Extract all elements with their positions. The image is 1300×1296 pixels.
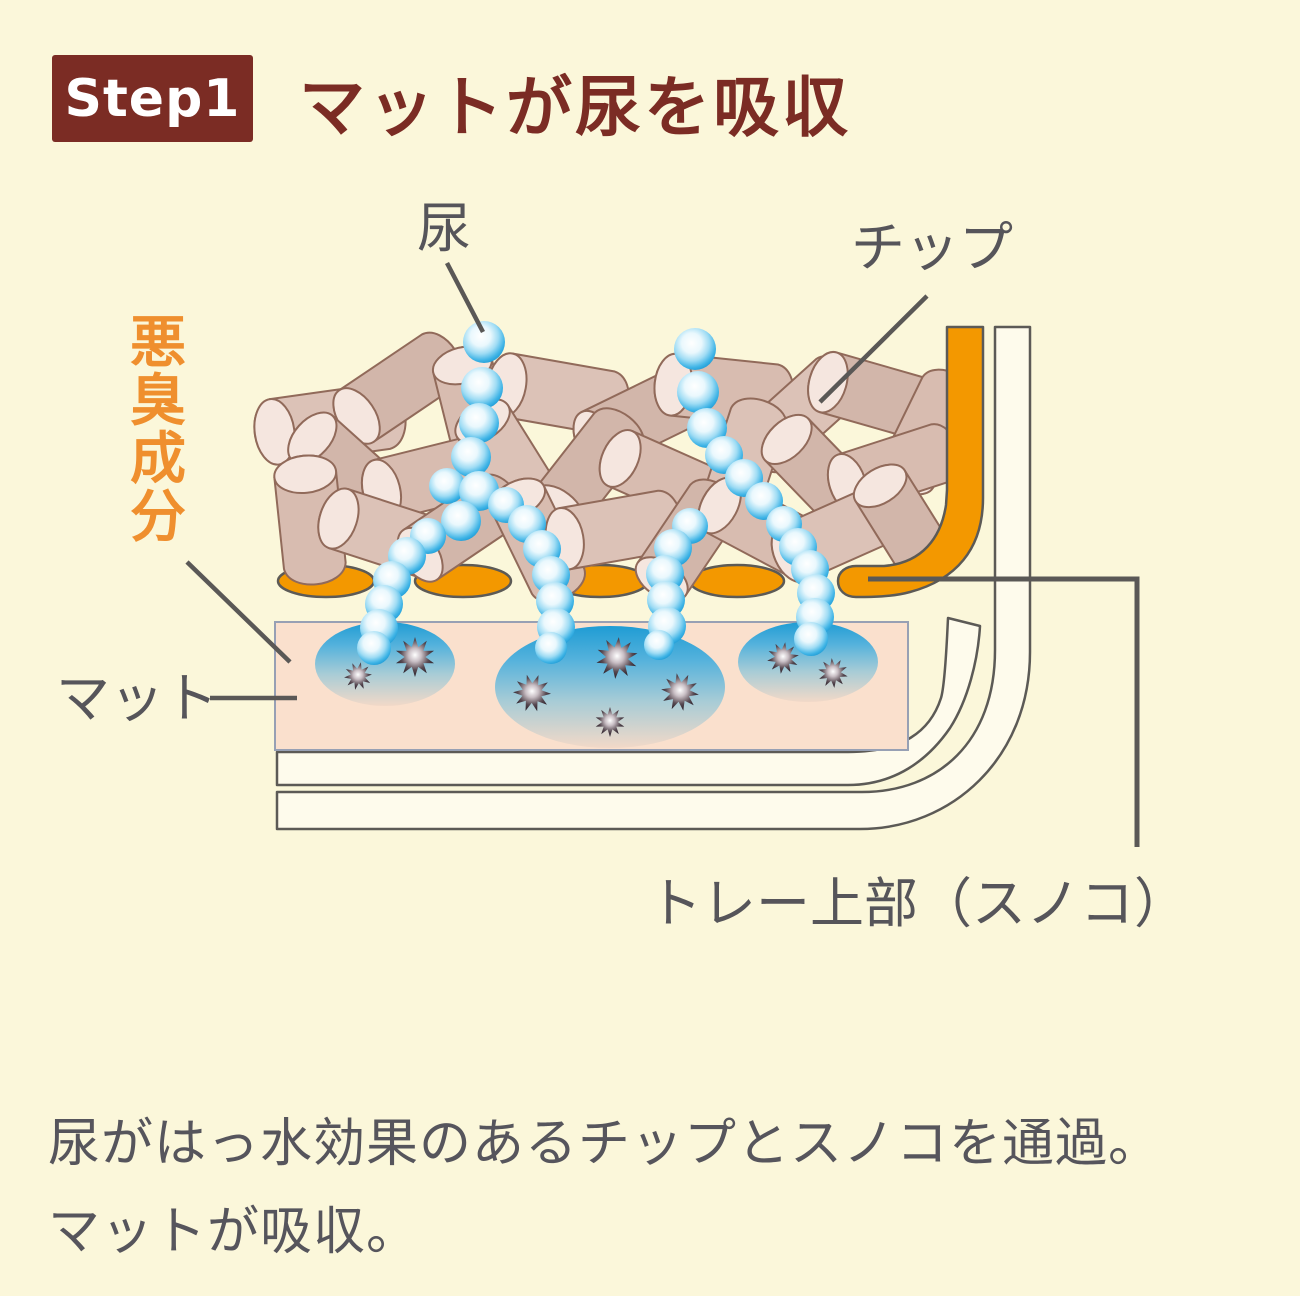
odor-starburst <box>661 673 699 711</box>
urine-droplets <box>357 321 835 665</box>
wet-spot <box>315 622 455 706</box>
tray-bottom-outer-shell <box>275 325 1032 831</box>
caption-line: マットが吸収。 <box>48 1202 420 1262</box>
wet-spot <box>738 622 878 702</box>
odor-pointer-line <box>185 560 292 664</box>
caption-line: 尿がはっ水効果のあるチップとスノコを通過。 <box>48 1114 1162 1174</box>
urine-droplet <box>644 630 674 660</box>
caption-text: 尿がはっ水効果のあるチップとスノコを通過。 マットが吸収。 <box>48 1100 1161 1276</box>
page-title: マットが尿を吸収 <box>299 69 851 146</box>
urine-droplet <box>463 321 505 363</box>
step-badge: Step1 <box>52 55 253 142</box>
urine-droplet <box>451 437 491 477</box>
urine-droplet <box>794 622 828 656</box>
litter-tray-diagram: 尿 チップ 悪 臭 成 分 マット トレー上部（スノコ） <box>56 197 1188 935</box>
odor-starbursts <box>344 637 848 737</box>
sunoko-wall <box>836 325 985 599</box>
odor-starburst <box>344 662 372 690</box>
odor-starburst <box>596 637 638 679</box>
urine-label: 尿 <box>417 197 471 260</box>
urine-droplet <box>677 371 719 413</box>
urine-droplet <box>357 631 391 665</box>
mat-label: マット <box>56 667 218 730</box>
odor-label-char: 悪 <box>130 311 186 376</box>
odor-label: 悪 臭 成 分 <box>130 311 186 550</box>
odor-starburst <box>818 658 848 688</box>
tray-label: トレー上部（スノコ） <box>648 872 1188 935</box>
odor-starburst <box>767 642 799 674</box>
odor-label-char: 分 <box>130 485 186 550</box>
urine-droplet <box>461 367 503 409</box>
urine-droplet <box>441 501 481 541</box>
odor-label-char: 成 <box>130 427 186 492</box>
tray-inner-shell <box>275 616 982 787</box>
chip-pointer-line <box>818 294 929 404</box>
tray-pointer-line <box>868 576 1140 847</box>
odor-starburst <box>513 674 551 712</box>
odor-label-char: 臭 <box>130 369 186 434</box>
urine-droplet <box>535 632 567 664</box>
urine-droplet <box>429 468 465 504</box>
urine-droplet <box>459 403 499 443</box>
odor-starburst <box>595 707 625 737</box>
urine-pointer-line <box>445 261 485 334</box>
sunoko-slat <box>688 563 786 599</box>
odor-starburst <box>396 637 434 677</box>
urine-droplet <box>674 328 716 370</box>
chip-label: チップ <box>851 216 1013 279</box>
wood-chip <box>273 454 347 586</box>
